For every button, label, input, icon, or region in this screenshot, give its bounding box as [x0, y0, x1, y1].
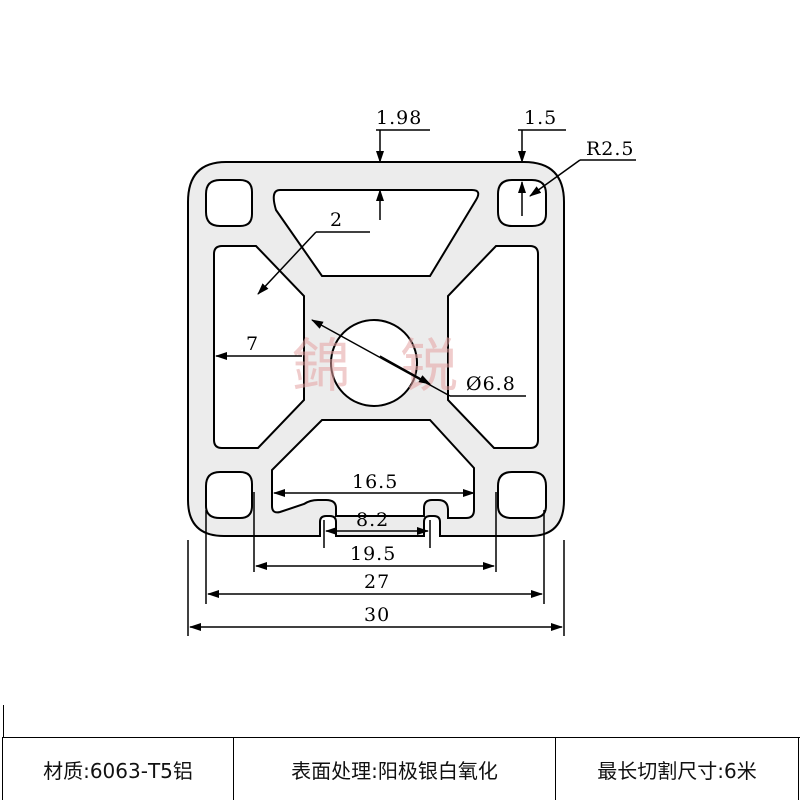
spec-surface-treatment: 表面处理:阳极银白氧化 — [234, 738, 556, 800]
dimension-wall-top — [376, 129, 430, 220]
spec-table: 材质:6063-T5铝 表面处理:阳极银白氧化 最长切割尺寸:6米 — [2, 737, 800, 800]
watermark-char-1: 錦 — [292, 332, 350, 400]
profile-cross-section — [187, 161, 565, 537]
label-wall-top: 1.98 — [376, 107, 422, 129]
table-left-rule — [3, 705, 4, 737]
dimension-center-hole — [311, 319, 526, 397]
label-side-depth: 7 — [246, 333, 259, 355]
label-overall-width: 30 — [364, 604, 390, 626]
label-slot-outer-width: 19.5 — [350, 543, 396, 565]
dimension-inner-span — [205, 510, 545, 604]
label-slot-lip: 1.5 — [524, 107, 557, 129]
label-corner-radius: R2.5 — [586, 138, 635, 160]
dimension-slot-outer-width — [253, 492, 497, 572]
label-slot-opening: 8.2 — [356, 509, 389, 531]
dimension-inner-radius — [257, 231, 370, 295]
label-slot-inner-width: 16.5 — [352, 471, 398, 493]
dimension-overall-width — [187, 540, 565, 636]
aluminum-profile-drawing: 錦 锐 1.98 1.5 R2.5 2 7 Ø6.8 16.5 — [187, 107, 636, 636]
spec-max-cut-length: 最长切割尺寸:6米 — [556, 738, 799, 800]
dimension-corner-radius — [529, 159, 636, 197]
spec-material: 材质:6063-T5铝 — [3, 738, 234, 800]
label-center-hole: Ø6.8 — [466, 373, 516, 395]
dimension-slot-lip — [518, 129, 566, 216]
label-inner-span: 27 — [364, 571, 390, 593]
watermark-char-2: 锐 — [400, 332, 458, 400]
label-inner-radius: 2 — [330, 209, 343, 231]
dimension-slot-opening — [323, 520, 431, 548]
